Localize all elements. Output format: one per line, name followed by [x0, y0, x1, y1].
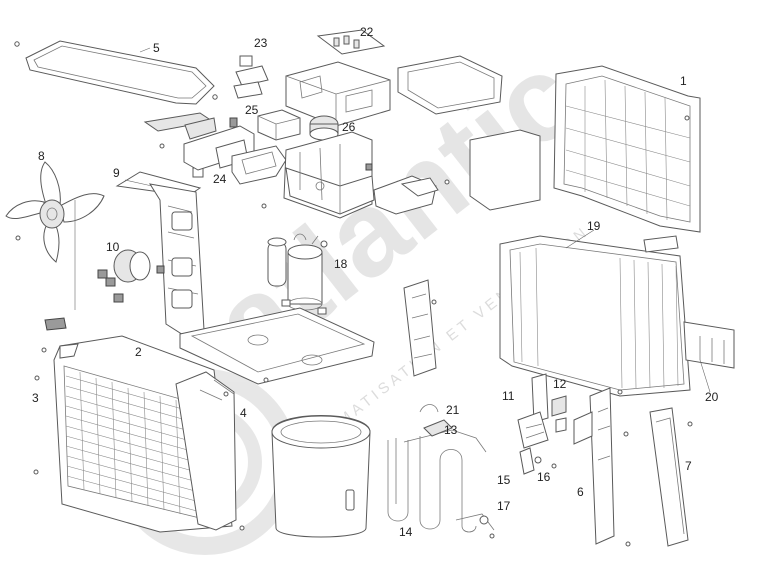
callout-26: 26 [342, 120, 356, 134]
part-fan-shroud [271, 415, 371, 538]
part-top-brackets [143, 112, 217, 178]
callout-5: 5 [153, 41, 160, 55]
callout-14: 14 [399, 525, 413, 539]
part-rear-grille [553, 65, 701, 233]
callout-7: 7 [685, 459, 692, 473]
part-electrical-small [229, 55, 301, 141]
callout-25: 25 [245, 103, 259, 117]
part-top-cover [14, 40, 218, 105]
callout-17: 17 [497, 499, 511, 513]
callout-6: 6 [577, 485, 584, 499]
callout-16: 16 [537, 470, 551, 484]
callout-9: 9 [113, 166, 120, 180]
part-front-cabinet [33, 335, 245, 533]
part-control-box [285, 29, 503, 127]
callout-18: 18 [334, 257, 348, 271]
callout-labels: 1 2 3 4 5 6 7 8 9 10 11 12 13 14 15 16 1… [32, 25, 719, 539]
callout-22: 22 [360, 25, 374, 39]
part-piping [387, 404, 495, 539]
callout-3: 3 [32, 391, 39, 405]
callout-1: 1 [680, 74, 687, 88]
part-condenser-coil [469, 129, 735, 397]
callout-2: 2 [135, 345, 142, 359]
callout-8: 8 [38, 149, 45, 163]
callout-11: 11 [502, 389, 515, 403]
callout-10: 10 [106, 240, 120, 254]
part-terminal [309, 115, 339, 141]
part-base-plate [179, 307, 375, 385]
part-side-panel [649, 407, 693, 547]
part-fan-blade [5, 161, 105, 263]
callout-15: 15 [497, 473, 511, 487]
callout-20: 20 [705, 390, 719, 404]
callout-4: 4 [240, 406, 247, 420]
callout-19: 19 [587, 219, 601, 233]
part-pcb-bracket [183, 125, 287, 185]
part-valve-plate [573, 387, 631, 547]
callout-13: 13 [444, 423, 458, 437]
callout-12: 12 [553, 377, 567, 391]
part-fan-motor [44, 200, 165, 331]
part-side-separator [403, 279, 437, 377]
part-electrical-base [261, 131, 450, 219]
part-compressor [267, 233, 328, 315]
callout-24: 24 [213, 172, 227, 186]
callout-23: 23 [254, 36, 268, 50]
callout-21: 21 [446, 403, 460, 417]
part-valves [517, 373, 567, 475]
